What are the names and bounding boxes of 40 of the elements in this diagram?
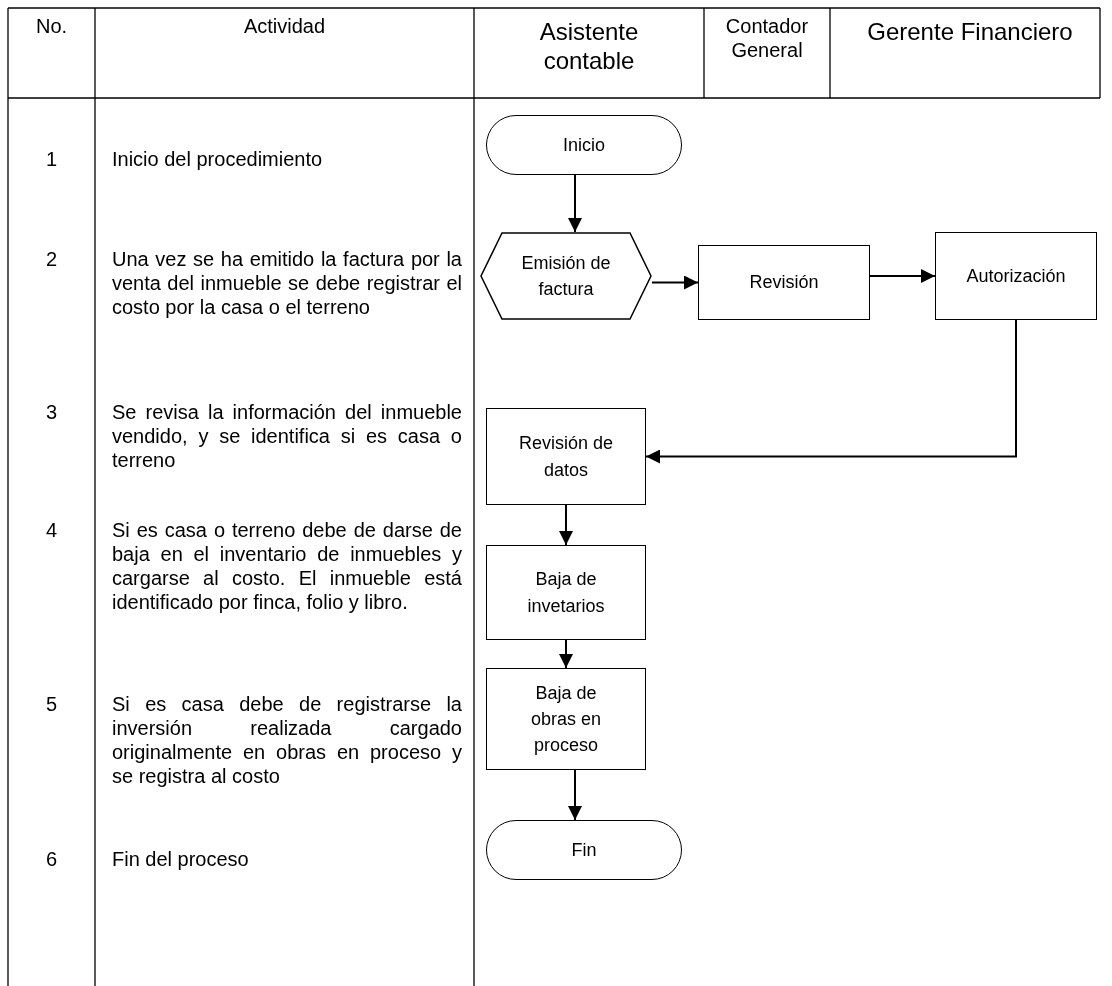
arrow	[568, 174, 582, 233]
column-header: Gerente Financiero	[866, 18, 1074, 47]
arrow	[645, 319, 1017, 464]
preparation-hexagon	[480, 232, 652, 320]
activity-description: Una vez se ha emitido la factura por la venta del inmueble se debe registrar el costo por la casa o el terreno	[112, 247, 462, 319]
process-box	[486, 545, 646, 640]
arrow	[559, 639, 573, 669]
node-label: Fin	[570, 838, 598, 862]
activity-description: Inicio del procedimiento	[112, 147, 324, 171]
process-box	[698, 245, 870, 320]
arrow	[559, 504, 573, 546]
row-number: 3	[44, 400, 59, 424]
process-box	[935, 232, 1097, 320]
activity-description: Si es casa debe de registrarse la inversión realizada cargado originalmente en obras en proceso y se registra al costo	[112, 692, 462, 788]
node-label: Revisión	[748, 271, 820, 295]
column-header: No.	[34, 14, 69, 38]
node-label: Baja de obras en proceso	[529, 681, 603, 758]
activity-description: Fin del proceso	[112, 847, 250, 871]
arrow	[651, 275, 699, 290]
activity-description: Se revisa la información del inmueble vendido, y se identifica si es casa o terreno	[112, 400, 462, 472]
node-label: Autorización	[965, 264, 1067, 288]
column-header: Contador General	[724, 14, 810, 62]
node-label: Emisión de factura	[520, 251, 612, 301]
column-header: Actividad	[242, 14, 327, 38]
node-label: Baja de invetarios	[526, 568, 606, 618]
process-box	[486, 408, 646, 505]
row-number: 6	[44, 847, 59, 871]
terminal-shape	[486, 820, 682, 880]
node-label: Inicio	[562, 133, 606, 157]
row-number: 5	[44, 692, 59, 716]
node-label: Revisión de datos	[517, 432, 615, 482]
terminal-shape	[486, 115, 682, 175]
activity-description: Si es casa o terreno debe de darse de baja en el inventario de inmuebles y cargarse al costo. El inmueble está identificado por finca, folio y libro.	[112, 518, 462, 614]
row-number: 4	[44, 518, 59, 542]
arrow	[869, 269, 936, 283]
arrow	[568, 769, 582, 821]
row-number: 2	[44, 247, 59, 271]
process-box	[486, 668, 646, 770]
column-header: Asistente contable	[538, 18, 640, 76]
row-number: 1	[44, 147, 59, 171]
